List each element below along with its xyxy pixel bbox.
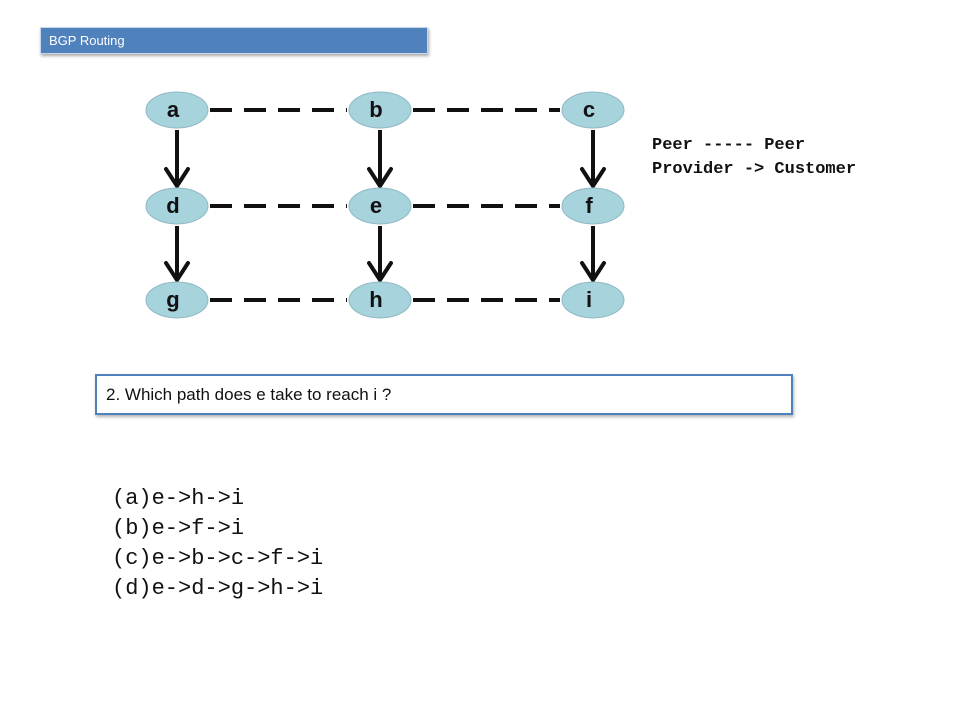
node-f: f [561, 187, 625, 225]
answer-options: (a)e->h->i (b)e->f->i (c)e->b->c->f->i (… [112, 484, 323, 604]
node-e-shape [348, 187, 412, 225]
node-g: g [145, 281, 209, 319]
node-e: e [348, 187, 412, 225]
node-g-shape [145, 281, 209, 319]
node-i: i [561, 281, 625, 319]
option-b: (b)e->f->i [112, 516, 245, 541]
node-h: h [348, 281, 412, 319]
node-c: c [561, 91, 625, 129]
node-d-label: d [166, 193, 179, 218]
option-c: (c)e->b->c->f->i [112, 546, 324, 571]
node-i-shape [561, 281, 625, 319]
node-f-label: f [585, 193, 593, 218]
node-c-label: c [583, 97, 595, 122]
node-i-label: i [586, 287, 592, 312]
node-a: a [145, 91, 209, 129]
peer-links [210, 108, 560, 302]
node-c-shape [561, 91, 625, 129]
provider-customer-link-d-g [164, 226, 190, 282]
node-b-shape [348, 91, 412, 129]
node-f-shape [561, 187, 625, 225]
nodes: a b c d e f g h i [145, 91, 625, 319]
question-box: 2. Which path does e take to reach i ? [95, 374, 793, 415]
node-h-label: h [369, 287, 382, 312]
node-b: b [348, 91, 412, 129]
provider-customer-link-c-f [580, 130, 606, 188]
node-a-label: a [167, 97, 180, 122]
node-d-shape [145, 187, 209, 225]
node-d: d [145, 187, 209, 225]
legend-peer: Peer ----- Peer [652, 136, 806, 155]
provider-customer-link-f-i [580, 226, 606, 282]
node-g-label: g [166, 287, 179, 312]
provider-customer-links [164, 130, 606, 282]
node-b-label: b [369, 97, 382, 122]
node-h-shape [348, 281, 412, 319]
node-e-label: e [370, 193, 382, 218]
legend-provider-customer: Provider -> Customer [652, 160, 857, 179]
provider-customer-link-e-h [367, 226, 393, 282]
provider-customer-link-b-e [367, 130, 393, 188]
option-a: (a)e->h->i [112, 486, 245, 511]
node-a-shape [145, 91, 209, 129]
option-d: (d)e->d->g->h->i [112, 576, 324, 601]
slide-title: BGP Routing [40, 27, 428, 54]
provider-customer-link-a-d [164, 130, 190, 188]
